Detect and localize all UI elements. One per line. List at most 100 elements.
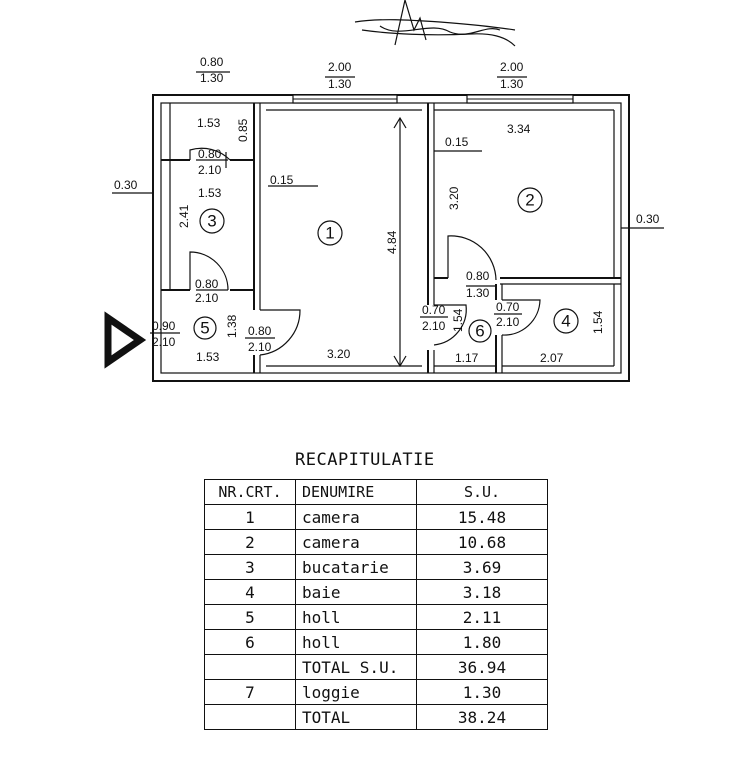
cell-nr bbox=[204, 654, 296, 680]
dim-label: 2.41 bbox=[177, 204, 191, 228]
recap-table: NR.CRT. DENUMIRE S.U. 1 camera 15.48 2 c… bbox=[204, 479, 548, 730]
dim-label: 1.30 bbox=[466, 286, 490, 300]
cell-nr: 5 bbox=[204, 604, 296, 630]
dim-label: 2.10 bbox=[152, 335, 176, 349]
dim-label: 0.85 bbox=[236, 118, 250, 142]
cell-nr: 6 bbox=[204, 629, 296, 655]
cell-su: 15.48 bbox=[416, 504, 548, 530]
door-bath bbox=[501, 299, 541, 336]
room-marker-2 bbox=[517, 187, 543, 213]
cell-nr: 3 bbox=[204, 554, 296, 580]
dim-label: 0.80 bbox=[248, 324, 272, 338]
leader-lines bbox=[112, 71, 664, 339]
cell-su: 38.24 bbox=[416, 704, 548, 730]
dim-label: 2.10 bbox=[422, 319, 446, 333]
dim-label: 3.20 bbox=[327, 347, 351, 361]
dim-label: 0.15 bbox=[270, 173, 294, 187]
table-row: 5 holl 2.11 bbox=[204, 604, 548, 630]
cell-name: loggie bbox=[295, 679, 417, 705]
column-header-su: S.U. bbox=[416, 479, 548, 505]
dim-label: 2.10 bbox=[248, 340, 272, 354]
dim-label: 0.15 bbox=[445, 135, 469, 149]
cell-nr: 1 bbox=[204, 504, 296, 530]
room-marker-5 bbox=[193, 316, 217, 340]
room1-height-arrow bbox=[393, 116, 407, 368]
cell-su: 3.69 bbox=[416, 554, 548, 580]
door-room1 bbox=[259, 309, 301, 356]
doors bbox=[189, 147, 541, 356]
room-marker-1 bbox=[317, 220, 343, 246]
dim-label: 3.20 bbox=[447, 186, 461, 210]
dim-label: 1.17 bbox=[455, 351, 479, 365]
dim-label: 2.07 bbox=[540, 351, 564, 365]
room-number-3: 3 bbox=[207, 212, 216, 231]
dim-label: 0.80 bbox=[195, 277, 219, 291]
dim-label: 0.80 bbox=[466, 269, 490, 283]
recap-title: RECAPITULATIE bbox=[295, 450, 435, 470]
dim-label: 0.70 bbox=[496, 300, 520, 314]
floor-plan: 1 2 3 4 5 6 0.80 1.30 2.00 1.30 2.00 1.3… bbox=[104, 0, 664, 382]
dim-label: 2.00 bbox=[328, 60, 352, 74]
room-markers: 1 2 3 4 5 6 bbox=[193, 187, 579, 343]
dim-label: 0.30 bbox=[114, 178, 138, 192]
dim-label: 4.84 bbox=[385, 230, 399, 254]
cell-name: baie bbox=[295, 579, 417, 605]
door-kitchen-bottom bbox=[189, 251, 229, 291]
dim-label: 1.53 bbox=[196, 350, 220, 364]
cell-name: camera bbox=[295, 529, 417, 555]
signature bbox=[354, 0, 516, 47]
cell-nr: 4 bbox=[204, 579, 296, 605]
room-marker-3 bbox=[199, 208, 225, 234]
door-room2 bbox=[447, 235, 497, 281]
dim-label: 2.10 bbox=[496, 315, 520, 329]
dim-label: 0.70 bbox=[422, 303, 446, 317]
room-number-4: 4 bbox=[561, 312, 570, 331]
cell-name: camera bbox=[295, 504, 417, 530]
dim-label: 1.53 bbox=[198, 186, 222, 200]
interior-walls bbox=[161, 103, 621, 373]
cell-name: holl bbox=[295, 604, 417, 630]
table-row-total-su: TOTAL S.U. 36.94 bbox=[204, 654, 548, 680]
dim-label: 0.80 bbox=[198, 147, 222, 161]
dim-label: 1.38 bbox=[225, 314, 239, 338]
cell-name: bucatarie bbox=[295, 554, 417, 580]
dimension-labels: 0.80 1.30 2.00 1.30 2.00 1.30 1.53 0.85 … bbox=[114, 55, 660, 365]
dim-label: 0.90 bbox=[152, 319, 176, 333]
dim-label: 1.30 bbox=[500, 77, 524, 91]
dim-label: 1.54 bbox=[451, 308, 465, 332]
dim-label: 2.10 bbox=[198, 163, 222, 177]
cell-name: TOTAL bbox=[295, 704, 417, 730]
dim-label: 1.30 bbox=[200, 71, 224, 85]
dim-label: 0.80 bbox=[200, 55, 224, 69]
dim-label: 2.00 bbox=[500, 60, 524, 74]
cell-su: 1.80 bbox=[416, 629, 548, 655]
cell-name: holl bbox=[295, 629, 417, 655]
table-row: 6 holl 1.80 bbox=[204, 629, 548, 655]
cell-su: 3.18 bbox=[416, 579, 548, 605]
cell-su: 1.30 bbox=[416, 679, 548, 705]
dim-label: 1.30 bbox=[328, 77, 352, 91]
cell-su: 36.94 bbox=[416, 654, 548, 680]
windows bbox=[292, 94, 574, 104]
cell-su: 10.68 bbox=[416, 529, 548, 555]
room-number-6: 6 bbox=[475, 322, 484, 341]
entry-arrow-icon bbox=[104, 311, 147, 369]
cell-nr: 2 bbox=[204, 529, 296, 555]
cell-su: 2.11 bbox=[416, 604, 548, 630]
room-number-2: 2 bbox=[525, 191, 534, 210]
table-row: 3 bucatarie 3.69 bbox=[204, 554, 548, 580]
room-number-5: 5 bbox=[200, 319, 209, 338]
table-row: 4 baie 3.18 bbox=[204, 579, 548, 605]
dim-label: 0.30 bbox=[636, 212, 660, 226]
cell-nr: 7 bbox=[204, 679, 296, 705]
dim-label: 1.53 bbox=[197, 116, 221, 130]
table-header-row: NR.CRT. DENUMIRE S.U. bbox=[204, 479, 548, 505]
dim-label: 3.34 bbox=[507, 122, 531, 136]
room-marker-6 bbox=[468, 319, 492, 343]
cell-nr bbox=[204, 704, 296, 730]
table-row: 1 camera 15.48 bbox=[204, 504, 548, 530]
column-header-denumire: DENUMIRE bbox=[295, 479, 417, 505]
cell-name: TOTAL S.U. bbox=[295, 654, 417, 680]
dim-label: 2.10 bbox=[195, 291, 219, 305]
dim-label: 1.54 bbox=[591, 310, 605, 334]
